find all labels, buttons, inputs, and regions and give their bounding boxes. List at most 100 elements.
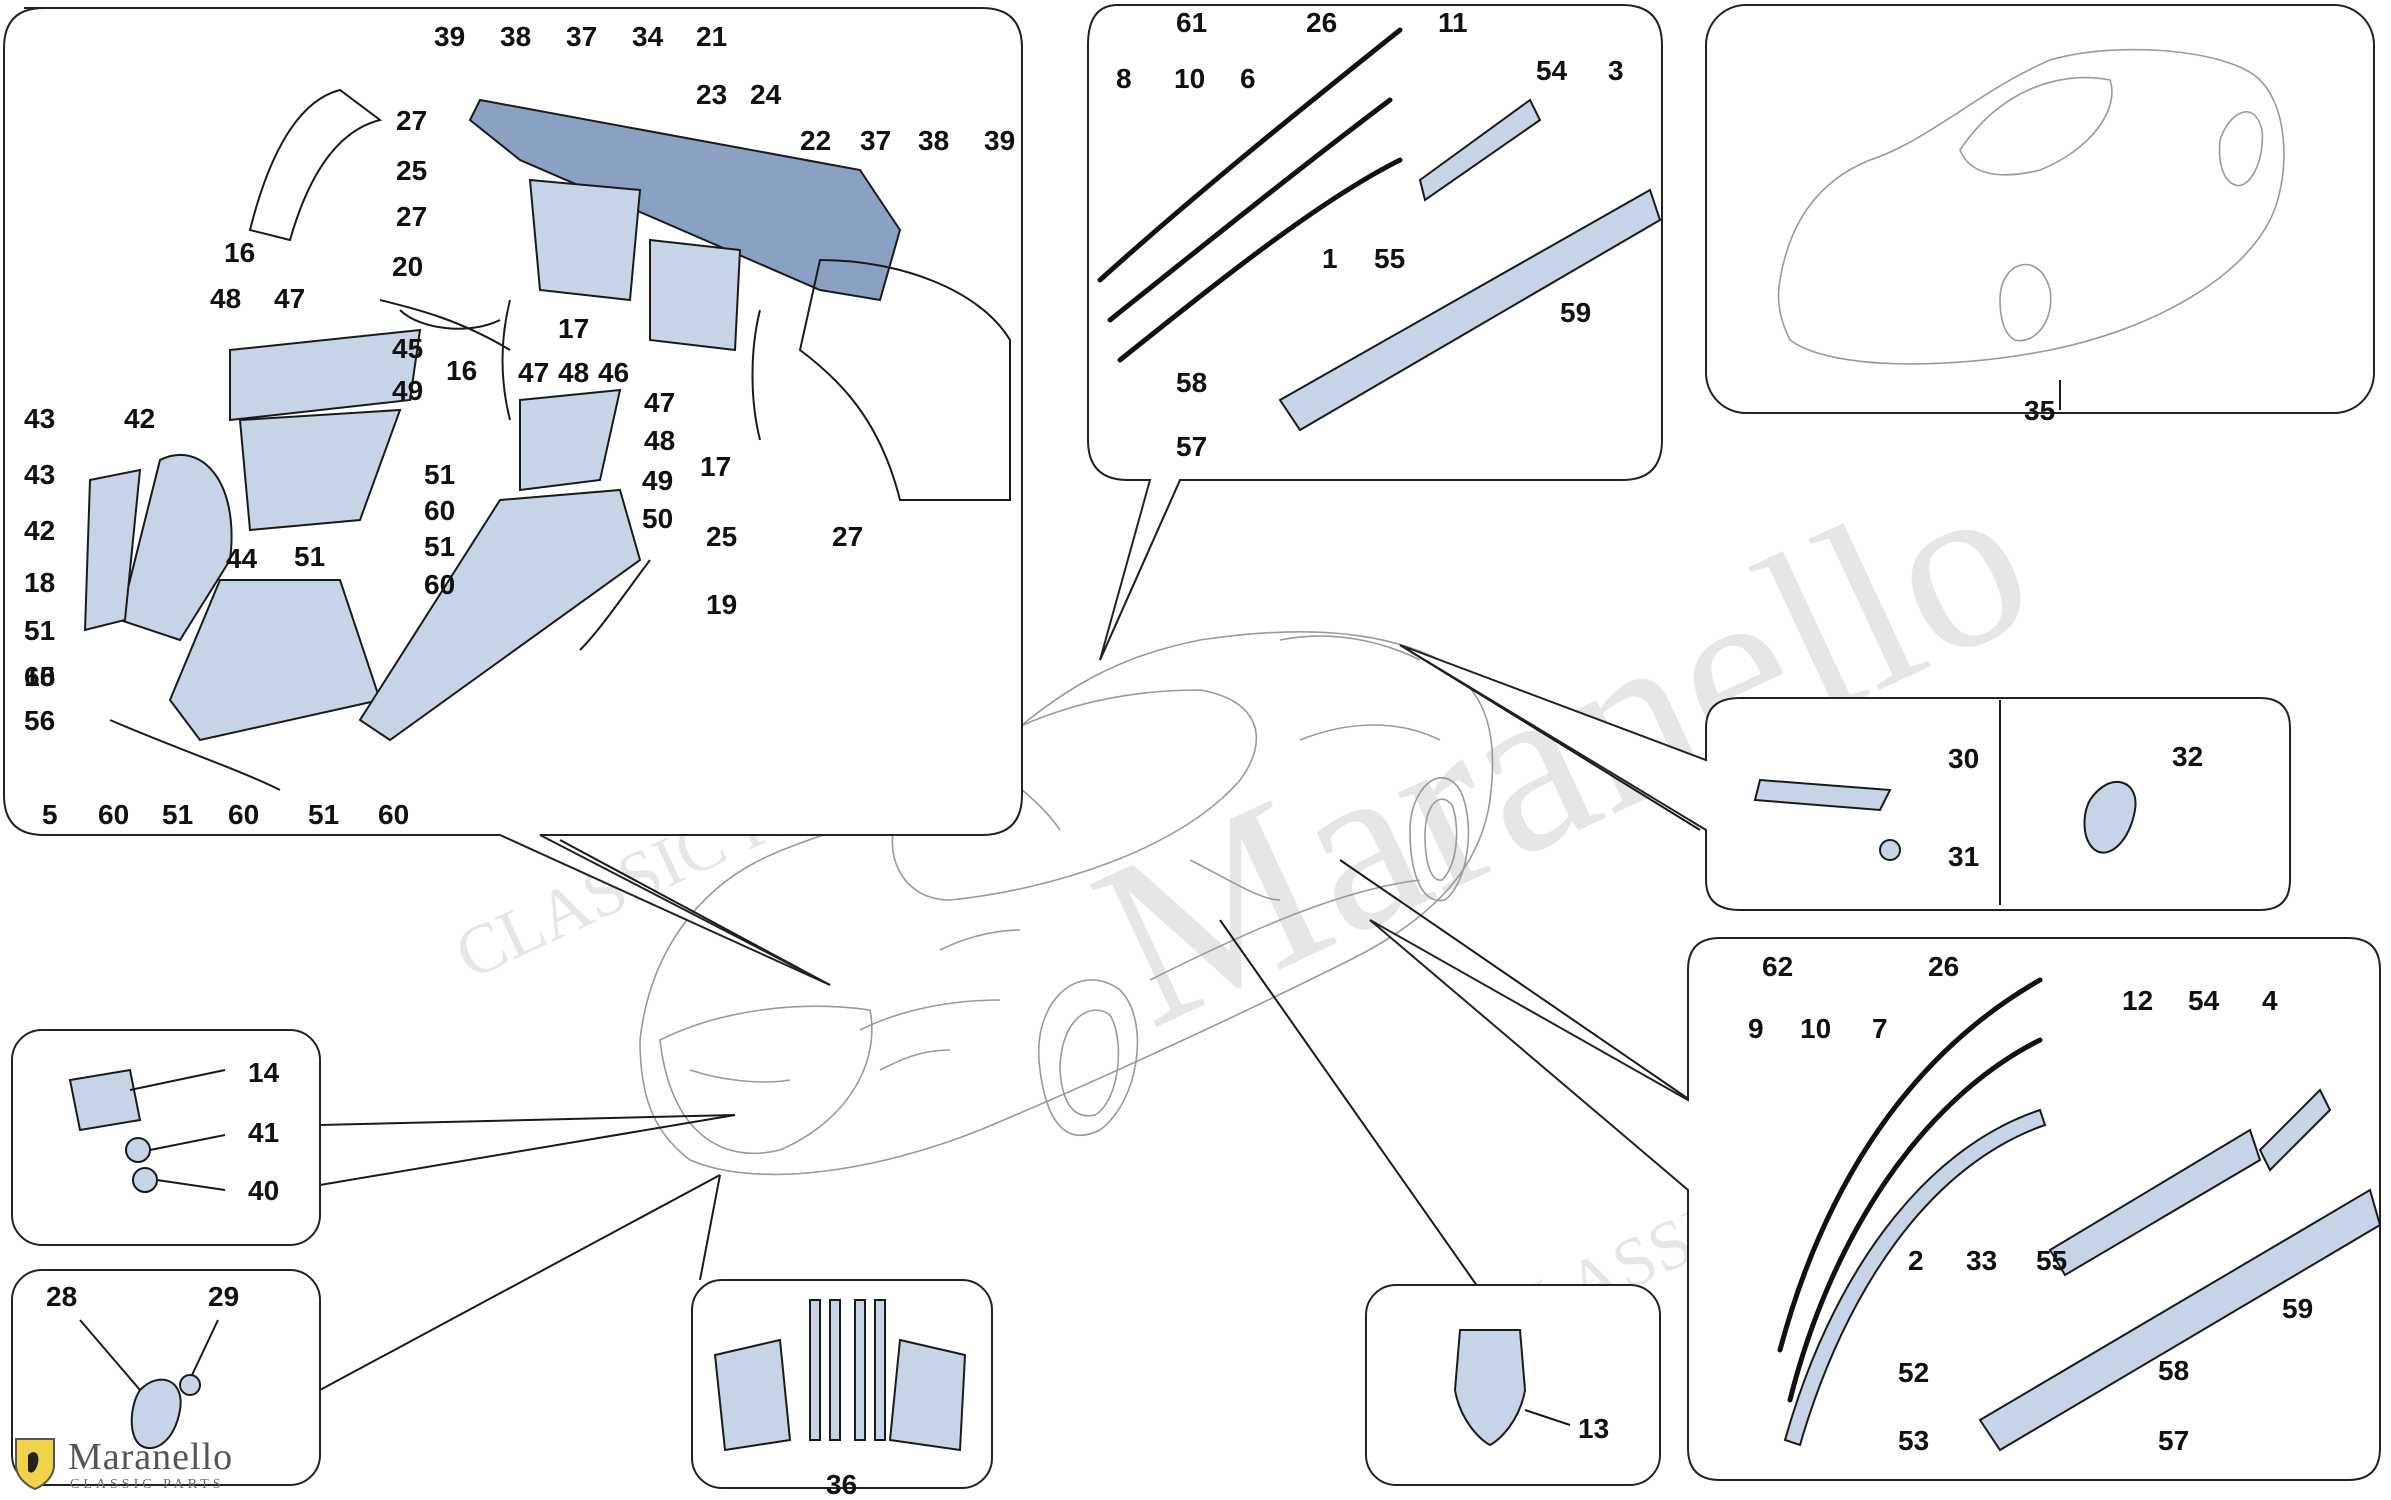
callout-37: 37 (566, 21, 597, 52)
callout-60: 60 (424, 569, 455, 600)
callout-58: 58 (1176, 367, 1207, 398)
callout-21: 21 (696, 21, 727, 52)
panel-sill-trim-right (1369, 919, 2382, 1481)
panel-shield-badge (1365, 1284, 1661, 1486)
callout-53: 53 (1898, 1425, 1929, 1456)
callout-50: 50 (642, 503, 673, 534)
callout-42: 42 (24, 515, 55, 546)
callout-51: 51 (424, 531, 455, 562)
callout-30: 30 (1948, 743, 1979, 774)
callout-11: 11 (1438, 7, 1468, 38)
callout-10: 10 (1174, 63, 1205, 94)
wheelarch-liner (118, 454, 233, 642)
callout-59: 59 (2282, 1293, 2313, 1324)
callout-33: 33 (1966, 1245, 1997, 1276)
sill-cap-4 (2258, 1088, 2332, 1172)
shield-emblem (1453, 1329, 1527, 1447)
trim-strip-b (829, 1299, 841, 1441)
side-trim-18 (83, 468, 142, 632)
callout-6: 6 (1240, 63, 1256, 94)
sill-panel-1 (1278, 188, 1662, 432)
badge-nut-40 (132, 1167, 158, 1193)
cowl-panel (468, 98, 902, 302)
intake-box (649, 238, 742, 352)
callout-59: 59 (1560, 297, 1591, 328)
callout-46: 46 (598, 357, 629, 388)
front-badge (68, 1068, 142, 1132)
undertray-front-plate (229, 328, 422, 422)
callout-55: 55 (2036, 1245, 2067, 1276)
sill-trim-11 (1418, 98, 1542, 202)
panel-car-reference (1705, 4, 2375, 414)
callout-51: 51 (308, 799, 339, 830)
badge-clip (1879, 839, 1901, 861)
callout-1: 1 (1322, 243, 1338, 274)
callout-47: 47 (644, 387, 675, 418)
callout-7: 7 (1872, 1013, 1888, 1044)
callout-22: 22 (800, 125, 831, 156)
callout-38: 38 (500, 21, 531, 52)
callout-40: 40 (248, 1175, 279, 1206)
trim-strip-d (874, 1299, 886, 1441)
undertray-mid-plate (238, 408, 402, 532)
callout-37: 37 (860, 125, 891, 156)
callout-31: 31 (1948, 841, 1979, 872)
callout-57: 57 (1176, 431, 1207, 462)
callout-54: 54 (1536, 55, 1568, 86)
callout-51: 51 (424, 459, 455, 490)
panel-front-badge (11, 1029, 321, 1246)
badge-nut-41 (125, 1137, 151, 1163)
callout-15: 15 (24, 661, 55, 692)
callout-42: 42 (124, 403, 155, 434)
callout-39: 39 (984, 125, 1015, 156)
callout-29: 29 (208, 1281, 239, 1312)
callout-9: 9 (1748, 1013, 1764, 1044)
callout-49: 49 (642, 465, 673, 496)
callout-48: 48 (210, 283, 241, 314)
callout-60: 60 (98, 799, 129, 830)
callout-61: 61 (1176, 7, 1207, 38)
shield-logo-icon (15, 1438, 55, 1491)
callout-25: 25 (396, 155, 427, 186)
brand-logo: Maranello CLASSIC PARTS (10, 1435, 310, 1495)
callout-48: 48 (558, 357, 589, 388)
callout-26: 26 (1928, 951, 1959, 982)
callout-8: 8 (1116, 63, 1132, 94)
callout-10: 10 (1800, 1013, 1831, 1044)
panel-sill-trim-left (1087, 4, 1663, 661)
panel-2-frame (1087, 4, 1663, 661)
callout-52: 52 (1898, 1357, 1929, 1388)
panel-3-frame (1705, 4, 2375, 414)
callout-20: 20 (392, 251, 423, 282)
callout-56: 56 (24, 705, 55, 736)
panel-6-frame (11, 1269, 321, 1486)
callout-58: 58 (2158, 1355, 2189, 1386)
callout-47: 47 (274, 283, 305, 314)
callout-35: 35 (2024, 395, 2055, 426)
trim-piece-left (713, 1338, 792, 1452)
sill-panel-12 (2048, 1128, 2262, 1277)
horse-emblem-28 (130, 1378, 182, 1450)
callout-24: 24 (750, 79, 782, 110)
callout-55: 55 (1374, 243, 1405, 274)
brand-name: Maranello (68, 1436, 234, 1478)
callout-23: 23 (696, 79, 727, 110)
callout-34: 34 (632, 21, 664, 52)
callout-19: 19 (706, 589, 737, 620)
panel-rear-badge (1399, 644, 2291, 911)
callout-44: 44 (226, 543, 258, 574)
callout-49: 49 (392, 375, 423, 406)
rear-badge-bar (1753, 778, 1892, 812)
callout-14: 14 (248, 1057, 280, 1088)
undertray-front (168, 579, 382, 742)
car-main-outline (639, 631, 1494, 1176)
callout-41: 41 (248, 1117, 279, 1148)
callout-27: 27 (396, 201, 427, 232)
underbody-side-panel (358, 488, 642, 742)
callout-17: 17 (558, 313, 589, 344)
callout-4: 4 (2262, 985, 2278, 1016)
callout-62: 62 (1762, 951, 1793, 982)
callout-16: 16 (446, 355, 477, 386)
callout-47: 47 (518, 357, 549, 388)
trim-strip-c (854, 1299, 866, 1441)
